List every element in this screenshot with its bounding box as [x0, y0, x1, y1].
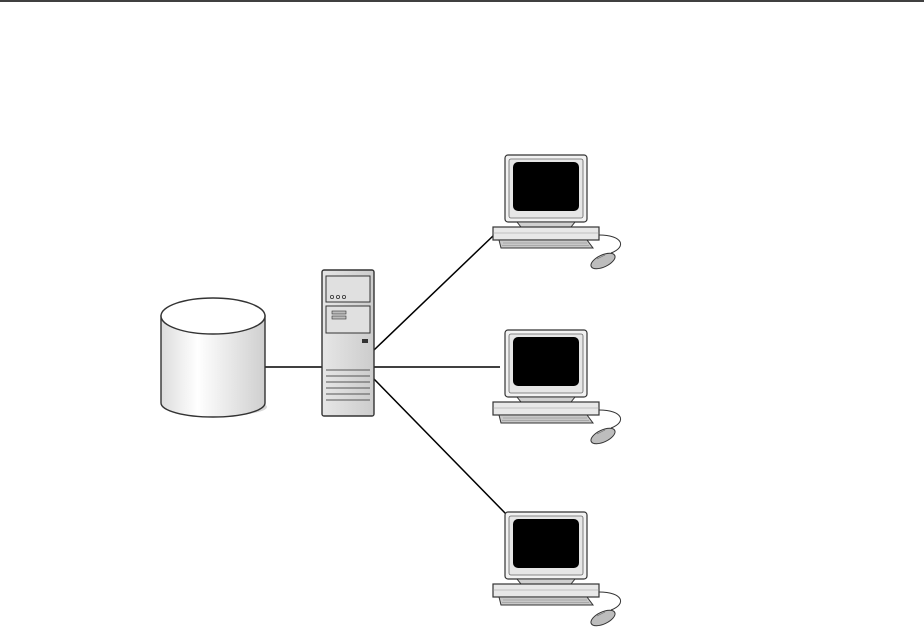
client-computer-icon — [493, 155, 621, 272]
database-icon — [161, 298, 267, 417]
server-icon — [322, 270, 374, 416]
connection-server-client-3 — [374, 379, 506, 514]
connection-lines — [264, 235, 506, 514]
connection-server-client-1 — [374, 235, 494, 350]
client-computer-icon — [493, 330, 621, 447]
client-computer-icon — [493, 512, 621, 629]
